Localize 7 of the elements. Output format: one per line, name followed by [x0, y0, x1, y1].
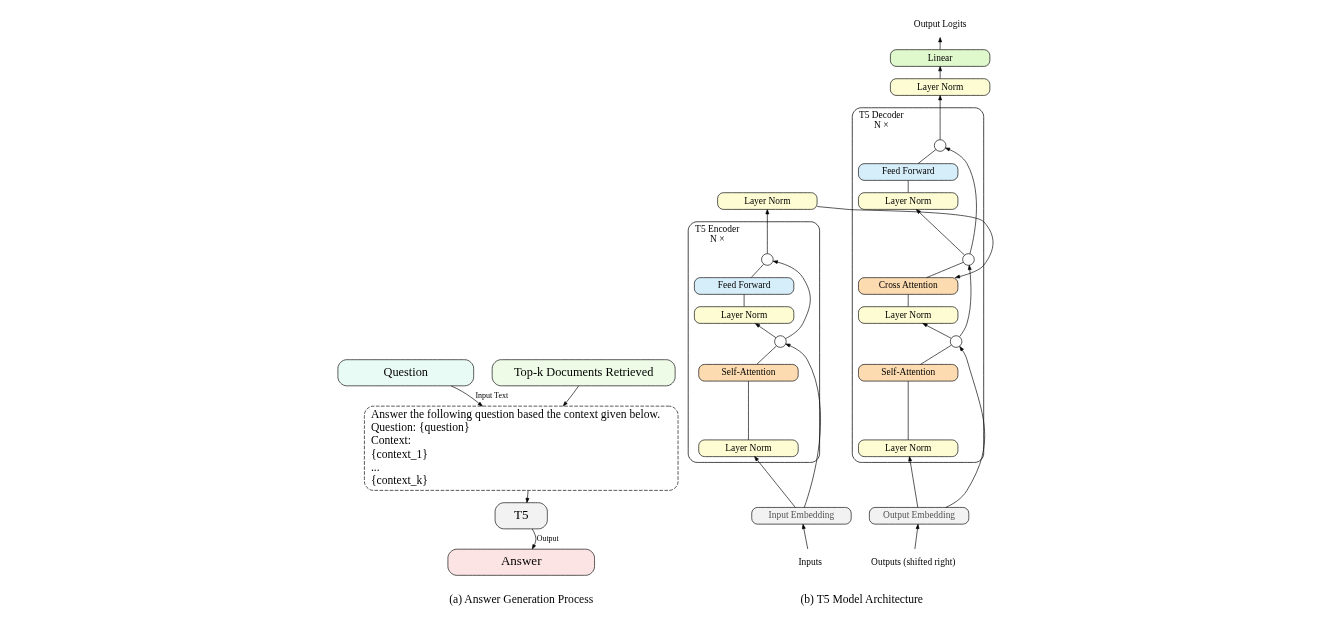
label: (b) T5 Model Architecture: [799, 593, 923, 607]
label: (a) Answer Generation Process: [448, 593, 593, 607]
edge-label: Output: [536, 534, 559, 544]
node-text: Inputs: [797, 556, 822, 567]
edge-label: Input Text: [474, 391, 508, 401]
node-text: Outputs (shifted right): [870, 556, 955, 567]
node-text: Output Logits: [913, 18, 966, 29]
